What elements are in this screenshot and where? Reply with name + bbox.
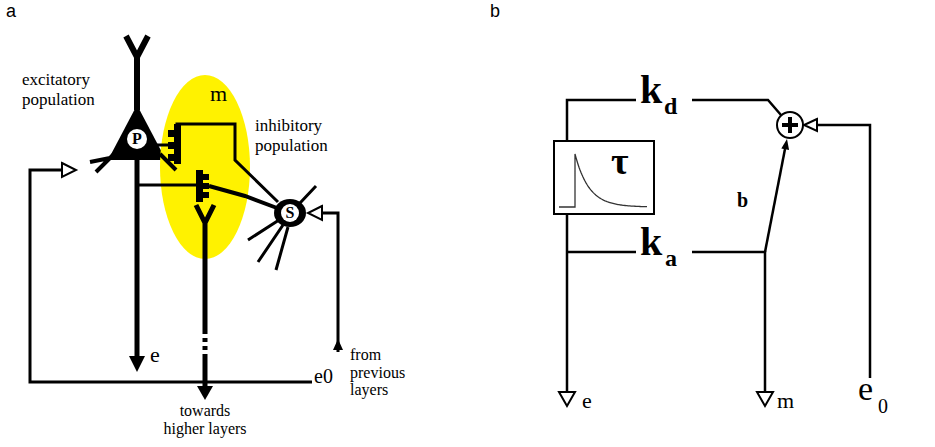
node-outline	[160, 75, 250, 259]
synapse-symbol	[196, 170, 203, 202]
synapse-symbol	[174, 124, 181, 164]
synaptic-contact	[154, 144, 168, 147]
synapse-symbol	[168, 154, 174, 161]
node-outline	[555, 142, 657, 217]
synapse-symbol	[168, 130, 174, 137]
pyramidal-soma: P	[104, 103, 170, 163]
synapse-symbol	[203, 174, 209, 180]
figure-label: m	[777, 390, 794, 412]
signal-wire	[567, 215, 636, 392]
soma-blob	[274, 199, 306, 227]
figure-label: 0	[878, 396, 888, 416]
highlight-ellipse	[160, 75, 250, 259]
node-label: τ	[611, 142, 629, 180]
node-label: S	[280, 203, 300, 223]
figure-label: e	[582, 390, 592, 412]
figure-label: k	[640, 222, 662, 262]
arrow-head	[197, 386, 213, 400]
figure-label: b	[737, 190, 748, 210]
plus-symbol	[782, 117, 798, 133]
interneuron-dendrite	[248, 186, 316, 270]
axon-collateral	[137, 184, 196, 187]
kernel-box: τ	[553, 140, 655, 215]
switch-wire	[765, 149, 785, 252]
signal-wire	[692, 100, 781, 115]
synapse-symbol	[203, 192, 209, 198]
soma-nucleus	[281, 204, 299, 222]
figure-label: e	[150, 344, 160, 366]
axon-line	[135, 158, 140, 358]
arrow-head	[333, 339, 343, 350]
interneuron-soma: S	[274, 198, 306, 228]
soma-nucleus	[127, 129, 147, 149]
figure-label: d	[664, 94, 677, 118]
synapse-symbol	[203, 183, 209, 189]
figure-label: e0	[314, 366, 333, 386]
figure-label: a	[665, 246, 677, 270]
soma-triangle	[108, 105, 166, 160]
open-arrow-head	[308, 206, 322, 220]
figure-label: from previous layers	[350, 346, 430, 399]
signal-wire	[567, 100, 636, 140]
node-label: m	[210, 83, 227, 105]
sum-circle	[777, 112, 803, 138]
figure-label: a	[6, 2, 16, 20]
kernel-curve	[559, 154, 647, 207]
open-arrow-head	[62, 163, 76, 177]
figure-label: e	[858, 372, 873, 406]
arrow-head	[781, 139, 789, 150]
signal-wire	[692, 252, 765, 392]
open-arrow-head	[757, 392, 773, 406]
figure-label: excitatory population	[22, 70, 114, 109]
dashed-axon	[203, 330, 208, 356]
figure-label: towards higher layers	[160, 402, 250, 437]
open-arrow-head	[804, 119, 817, 131]
synapse-region: m	[160, 75, 250, 259]
input-wire	[322, 213, 338, 352]
open-arrow-head	[559, 392, 575, 406]
node-label: P	[127, 129, 147, 149]
figure-label: inhibitory population	[255, 116, 351, 155]
arrow-head	[129, 356, 145, 372]
synapse-symbol	[168, 142, 174, 149]
figure-label: b	[490, 2, 500, 20]
signal-wire	[817, 125, 870, 378]
apical-dendrite	[126, 36, 148, 110]
figure-label: k	[640, 70, 662, 110]
